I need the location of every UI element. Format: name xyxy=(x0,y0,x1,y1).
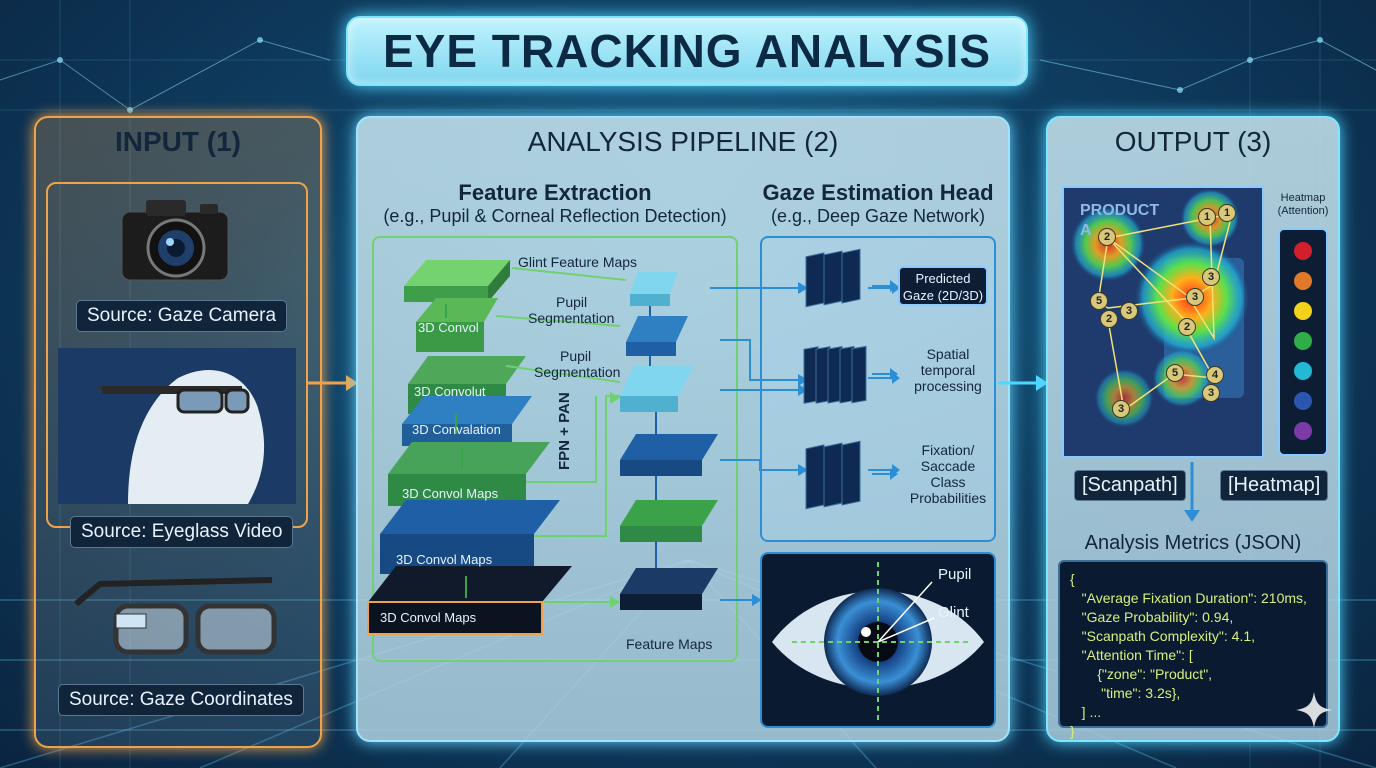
legend-color-swatch xyxy=(1294,392,1312,410)
heatmap-product-text: PRODUCT xyxy=(1080,202,1159,220)
fixation-point: 2 xyxy=(1178,318,1196,336)
json-line-4: "Scanpath Complexity": 4.1, xyxy=(1070,627,1316,646)
predicted-label: Predicted xyxy=(900,270,986,287)
fixation-point: 4 xyxy=(1206,366,1224,384)
feature-maps-label: Feature Maps xyxy=(626,636,712,652)
json-line-2: "Average Fixation Duration": 210ms, xyxy=(1070,589,1316,608)
layer-label-3: 3D Convalation xyxy=(412,422,501,437)
predicted-gaze-box: Predicted Gaze (2D/3D) xyxy=(898,266,988,306)
heatmap-legend xyxy=(1278,228,1328,456)
fixation-point: 2 xyxy=(1098,228,1116,246)
scanpath-tag: [Scanpath] xyxy=(1074,470,1186,501)
arrow-to-metrics xyxy=(1180,460,1204,526)
fix-line-2: Saccade xyxy=(904,458,992,474)
legend-color-swatch xyxy=(1294,272,1312,290)
json-line-1: { xyxy=(1070,570,1316,589)
arrow-pipeline-to-output xyxy=(996,372,1050,394)
fix-line-4: Probabilities xyxy=(904,490,992,506)
eye-glint-label: Glint xyxy=(938,604,969,621)
legend-color-swatch xyxy=(1294,332,1312,350)
output-heading: OUTPUT (3) xyxy=(1046,126,1340,158)
legend-title-line-2: (Attention) xyxy=(1272,205,1334,218)
json-line-8: ] ... xyxy=(1070,703,1316,722)
json-line-7: "time": 3.2s}, xyxy=(1070,684,1316,703)
fixation-point: 1 xyxy=(1218,204,1236,222)
feature-extraction-subtitle: (e.g., Pupil & Corneal Reflection Detect… xyxy=(362,206,748,227)
fixation-point: 3 xyxy=(1202,384,1220,402)
layer-label-6: 3D Convol Maps xyxy=(380,610,476,625)
layer-label-1: 3D Convol xyxy=(418,320,479,335)
fixation-point: 3 xyxy=(1186,288,1204,306)
legend-color-swatch xyxy=(1294,302,1312,320)
pipeline-heading: ANALYSIS PIPELINE (2) xyxy=(356,126,1010,158)
spatial-temporal-label: Spatial temporal processing xyxy=(904,346,992,394)
json-line-5: "Attention Time": [ xyxy=(1070,646,1316,665)
fixation-point: 3 xyxy=(1120,302,1138,320)
feature-extraction-title: Feature Extraction xyxy=(372,180,738,206)
gaze-head-layers xyxy=(800,244,880,534)
input-heading: INPUT (1) xyxy=(34,126,322,158)
metrics-json-box: { "Average Fixation Duration": 210ms, "G… xyxy=(1058,560,1328,728)
layer-label-2: 3D Convolut xyxy=(414,384,486,399)
json-line-9: } xyxy=(1070,722,1316,741)
fixation-point: 5 xyxy=(1166,364,1184,382)
fixation-point: 3 xyxy=(1112,400,1130,418)
fixation-point: 1 xyxy=(1198,208,1216,226)
heatmap-image xyxy=(1062,186,1264,458)
spatial-line-2: temporal xyxy=(904,362,992,378)
smart-glasses-icon xyxy=(72,574,282,666)
segmentation-label-b: Segmentation xyxy=(534,364,620,380)
spatial-line-3: processing xyxy=(904,378,992,394)
json-line-6: {"zone": "Product", xyxy=(1070,665,1316,684)
gaze-head-title: Gaze Estimation Head xyxy=(760,180,996,206)
source-gaze-coordinates: Source: Gaze Coordinates xyxy=(58,684,304,716)
legend-color-swatch xyxy=(1294,362,1312,380)
heatmap-tag: [Heatmap] xyxy=(1220,470,1328,501)
arrow-input-to-pipeline xyxy=(306,372,360,394)
fix-line-3: Class xyxy=(904,474,992,490)
pupil-label-b: Pupil xyxy=(560,348,591,364)
title-banner: EYE TRACKING ANALYSIS xyxy=(346,16,1028,86)
page-title: EYE TRACKING ANALYSIS xyxy=(383,24,991,78)
face-glasses-image xyxy=(58,348,296,504)
legend-title-line-1: Heatmap xyxy=(1272,192,1334,205)
fixation-point: 2 xyxy=(1100,310,1118,328)
source-eyeglass-video: Source: Eyeglass Video xyxy=(70,516,293,548)
fpn-pan-label: FPN + PAN xyxy=(556,392,573,470)
source-gaze-camera: Source: Gaze Camera xyxy=(76,300,287,332)
glint-feature-maps-label: Glint Feature Maps xyxy=(518,254,637,270)
heatmap-scanpath xyxy=(1064,188,1262,456)
heatmap-product-text-2: A xyxy=(1080,222,1092,240)
camera-icon xyxy=(116,194,234,286)
sparkle-icon xyxy=(1294,690,1334,730)
fixation-point: 3 xyxy=(1202,268,1220,286)
predicted-gaze-label: Gaze (2D/3D) xyxy=(900,287,986,304)
json-line-3: "Gaze Probability": 0.94, xyxy=(1070,608,1316,627)
gaze-head-out-arrows xyxy=(870,270,900,490)
legend-title: Heatmap (Attention) xyxy=(1272,192,1334,218)
gaze-head-subtitle: (e.g., Deep Gaze Network) xyxy=(760,206,996,227)
fixation-saccade-label: Fixation/ Saccade Class Probabilities xyxy=(904,442,992,506)
segmentation-label-a: Segmentation xyxy=(528,310,614,326)
layer-label-5: 3D Convol Maps xyxy=(396,552,492,567)
legend-color-swatch xyxy=(1294,242,1312,260)
fixation-point: 5 xyxy=(1090,292,1108,310)
layer-label-4: 3D Convol Maps xyxy=(402,486,498,501)
eye-pupil-label: Pupil xyxy=(938,566,971,583)
pupil-label-a: Pupil xyxy=(556,294,587,310)
metrics-title: Analysis Metrics (JSON) xyxy=(1046,532,1340,555)
spatial-line-1: Spatial xyxy=(904,346,992,362)
legend-color-swatch xyxy=(1294,422,1312,440)
fix-line-1: Fixation/ xyxy=(904,442,992,458)
